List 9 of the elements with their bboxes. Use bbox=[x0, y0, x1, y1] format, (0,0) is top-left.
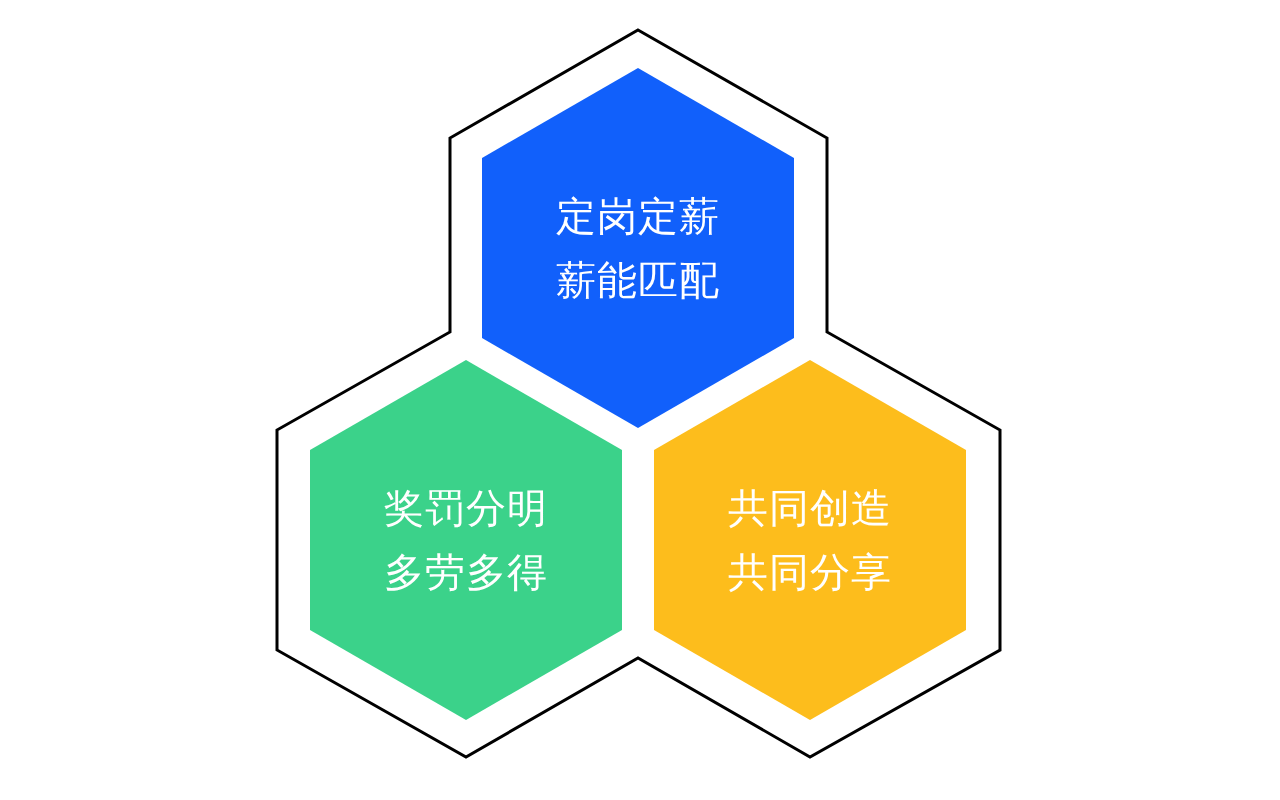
tile-text: 薪能匹配 bbox=[556, 256, 720, 305]
hexagon-tile bbox=[310, 360, 622, 720]
tile-text: 多劳多得 bbox=[384, 548, 548, 597]
hexagon-tile bbox=[482, 68, 794, 428]
tile-text: 共同分享 bbox=[728, 548, 892, 597]
tile-text: 定岗定薪 bbox=[556, 192, 720, 241]
tile-text: 共同创造 bbox=[728, 484, 892, 533]
hexagon-tile bbox=[654, 360, 966, 720]
tile-text: 奖罚分明 bbox=[384, 484, 548, 533]
